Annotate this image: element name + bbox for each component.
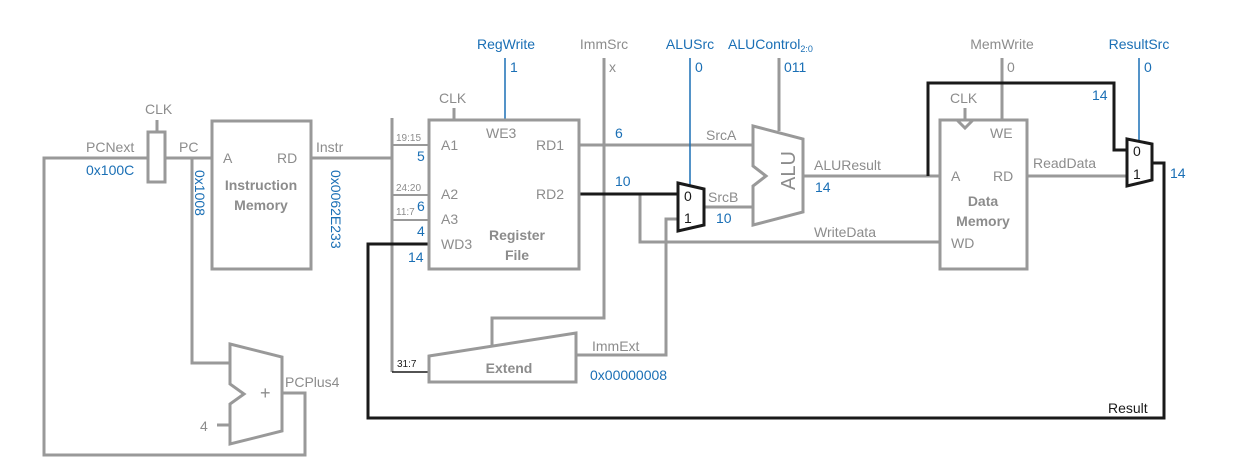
wire-pc-to-adder [190, 158, 230, 365]
rf-port-a1: A1 [441, 137, 458, 153]
alucontrol-subscript: 2:0 [800, 44, 813, 54]
instr-label: Instr [316, 139, 344, 155]
pcplus4-label: PCPlus4 [285, 374, 340, 390]
imem-port-a: A [223, 150, 233, 166]
memwrite-label: MemWrite [970, 36, 1034, 52]
srcb-mux-in1: 1 [684, 210, 692, 226]
pc-label: PC [179, 139, 198, 155]
rf-port-rd2: RD2 [536, 186, 564, 202]
rd1-value: 6 [615, 125, 623, 141]
dmem-port-wd: WD [951, 235, 974, 251]
alu: ALU SrcA SrcB 10 ALUResult 14 WriteData [706, 124, 881, 240]
alucontrol-value: 011 [784, 59, 807, 75]
wire-pcnext [42, 156, 307, 457]
register-file: CLK A1 A2 A3 WD3 WE3 RD1 RD2 Register Fi… [396, 90, 631, 370]
pc-value: 0x1008 [192, 170, 208, 216]
adder-plus-icon: + [260, 383, 271, 403]
rf-title-2: File [505, 247, 529, 263]
imem-title-1: Instruction [225, 177, 297, 193]
regwrite-label: RegWrite [477, 36, 535, 52]
dmem-title-1: Data [968, 193, 999, 209]
pc-register: CLK PCNext PC 0x100C 0x1008 [86, 101, 208, 216]
regwrite-value: 1 [510, 59, 518, 75]
a1-value: 5 [417, 148, 425, 164]
dmem-port-rd: RD [993, 168, 1013, 184]
srcb-mux-in0: 0 [684, 188, 692, 204]
field-11-7: 11:7 [396, 207, 415, 218]
srca-label: SrcA [706, 127, 737, 143]
immext-value: 0x00000008 [590, 367, 667, 383]
imem-port-rd: RD [277, 150, 297, 166]
readdata-label: ReadData [1033, 155, 1096, 171]
a3-value: 4 [417, 223, 425, 239]
alusrc-value: 0 [695, 59, 703, 75]
result-mux-in1: 1 [1133, 166, 1141, 182]
wire-immext [576, 217, 677, 357]
alusrc-label: ALUSrc [666, 36, 714, 52]
rf-port-wd3: WD3 [441, 236, 472, 252]
field-19-15: 19:15 [396, 133, 421, 144]
immext-label: ImmExt [592, 338, 640, 354]
immsrc-value: x [609, 59, 616, 75]
dmem-port-a: A [951, 168, 961, 184]
rf-clk-label: CLK [439, 90, 467, 106]
wire-writedata [638, 193, 940, 244]
a2-value: 6 [417, 198, 425, 214]
srcb-value: 10 [716, 210, 732, 226]
result-mux-in0: 0 [1133, 143, 1141, 159]
pc-adder: + 4 PCPlus4 [200, 342, 340, 446]
instruction-memory: A RD Instruction Memory Instr 0x0062E233 [210, 119, 344, 271]
aluresult-value: 14 [815, 179, 831, 195]
instr-value: 0x0062E233 [328, 170, 344, 249]
rf-port-we3: WE3 [486, 125, 517, 141]
imem-title-2: Memory [234, 197, 288, 213]
field-31-7: 31:7 [397, 359, 417, 370]
srcb-label: SrcB [708, 189, 738, 205]
field-24-20: 24:20 [396, 183, 421, 194]
resultsrc-value: 0 [1144, 59, 1152, 75]
control-signals: RegWrite 1 ImmSrc x ALUSrc 0 ALUControl2… [477, 36, 1169, 75]
result-value: 14 [1170, 165, 1186, 181]
writedata-label: WriteData [814, 224, 876, 240]
rf-port-a2: A2 [441, 186, 458, 202]
wd3-value: 14 [408, 249, 424, 265]
pcnext-value: 0x100C [86, 162, 134, 178]
resultsrc-label: ResultSrc [1109, 36, 1170, 52]
wire-aluresult-bypass [926, 81, 1128, 176]
adder-const: 4 [200, 418, 208, 434]
alucontrol-name: ALUControl [728, 36, 800, 52]
data-memory: CLK WE A RD WD Data Memory ReadData [938, 90, 1096, 271]
wire-result [366, 161, 1166, 420]
extend-unit: Extend ImmExt 0x00000008 [427, 331, 667, 384]
srcb-mux: 0 1 [676, 181, 706, 233]
rd2-value: 10 [615, 173, 631, 189]
result-label: Result [1108, 400, 1148, 416]
rf-port-rd1: RD1 [536, 137, 564, 153]
pcnext-label: PCNext [86, 139, 134, 155]
bypass-value: 14 [1092, 87, 1108, 103]
memwrite-value: 0 [1007, 59, 1015, 75]
immsrc-label: ImmSrc [580, 36, 628, 52]
pc-clk-label: CLK [145, 101, 173, 117]
extend-label: Extend [486, 360, 533, 376]
dmem-clk-label: CLK [950, 90, 978, 106]
dmem-title-2: Memory [956, 213, 1010, 229]
wire-immsrc [490, 58, 606, 345]
alu-label: ALU [778, 151, 800, 190]
aluresult-label: ALUResult [814, 157, 881, 173]
rf-title-1: Register [489, 227, 546, 243]
alucontrol-label: ALUControl2:0 [728, 36, 813, 54]
result-mux: 0 1 14 14 Result [1092, 87, 1186, 416]
dmem-port-we: WE [990, 125, 1013, 141]
rf-port-a3: A3 [441, 211, 458, 227]
